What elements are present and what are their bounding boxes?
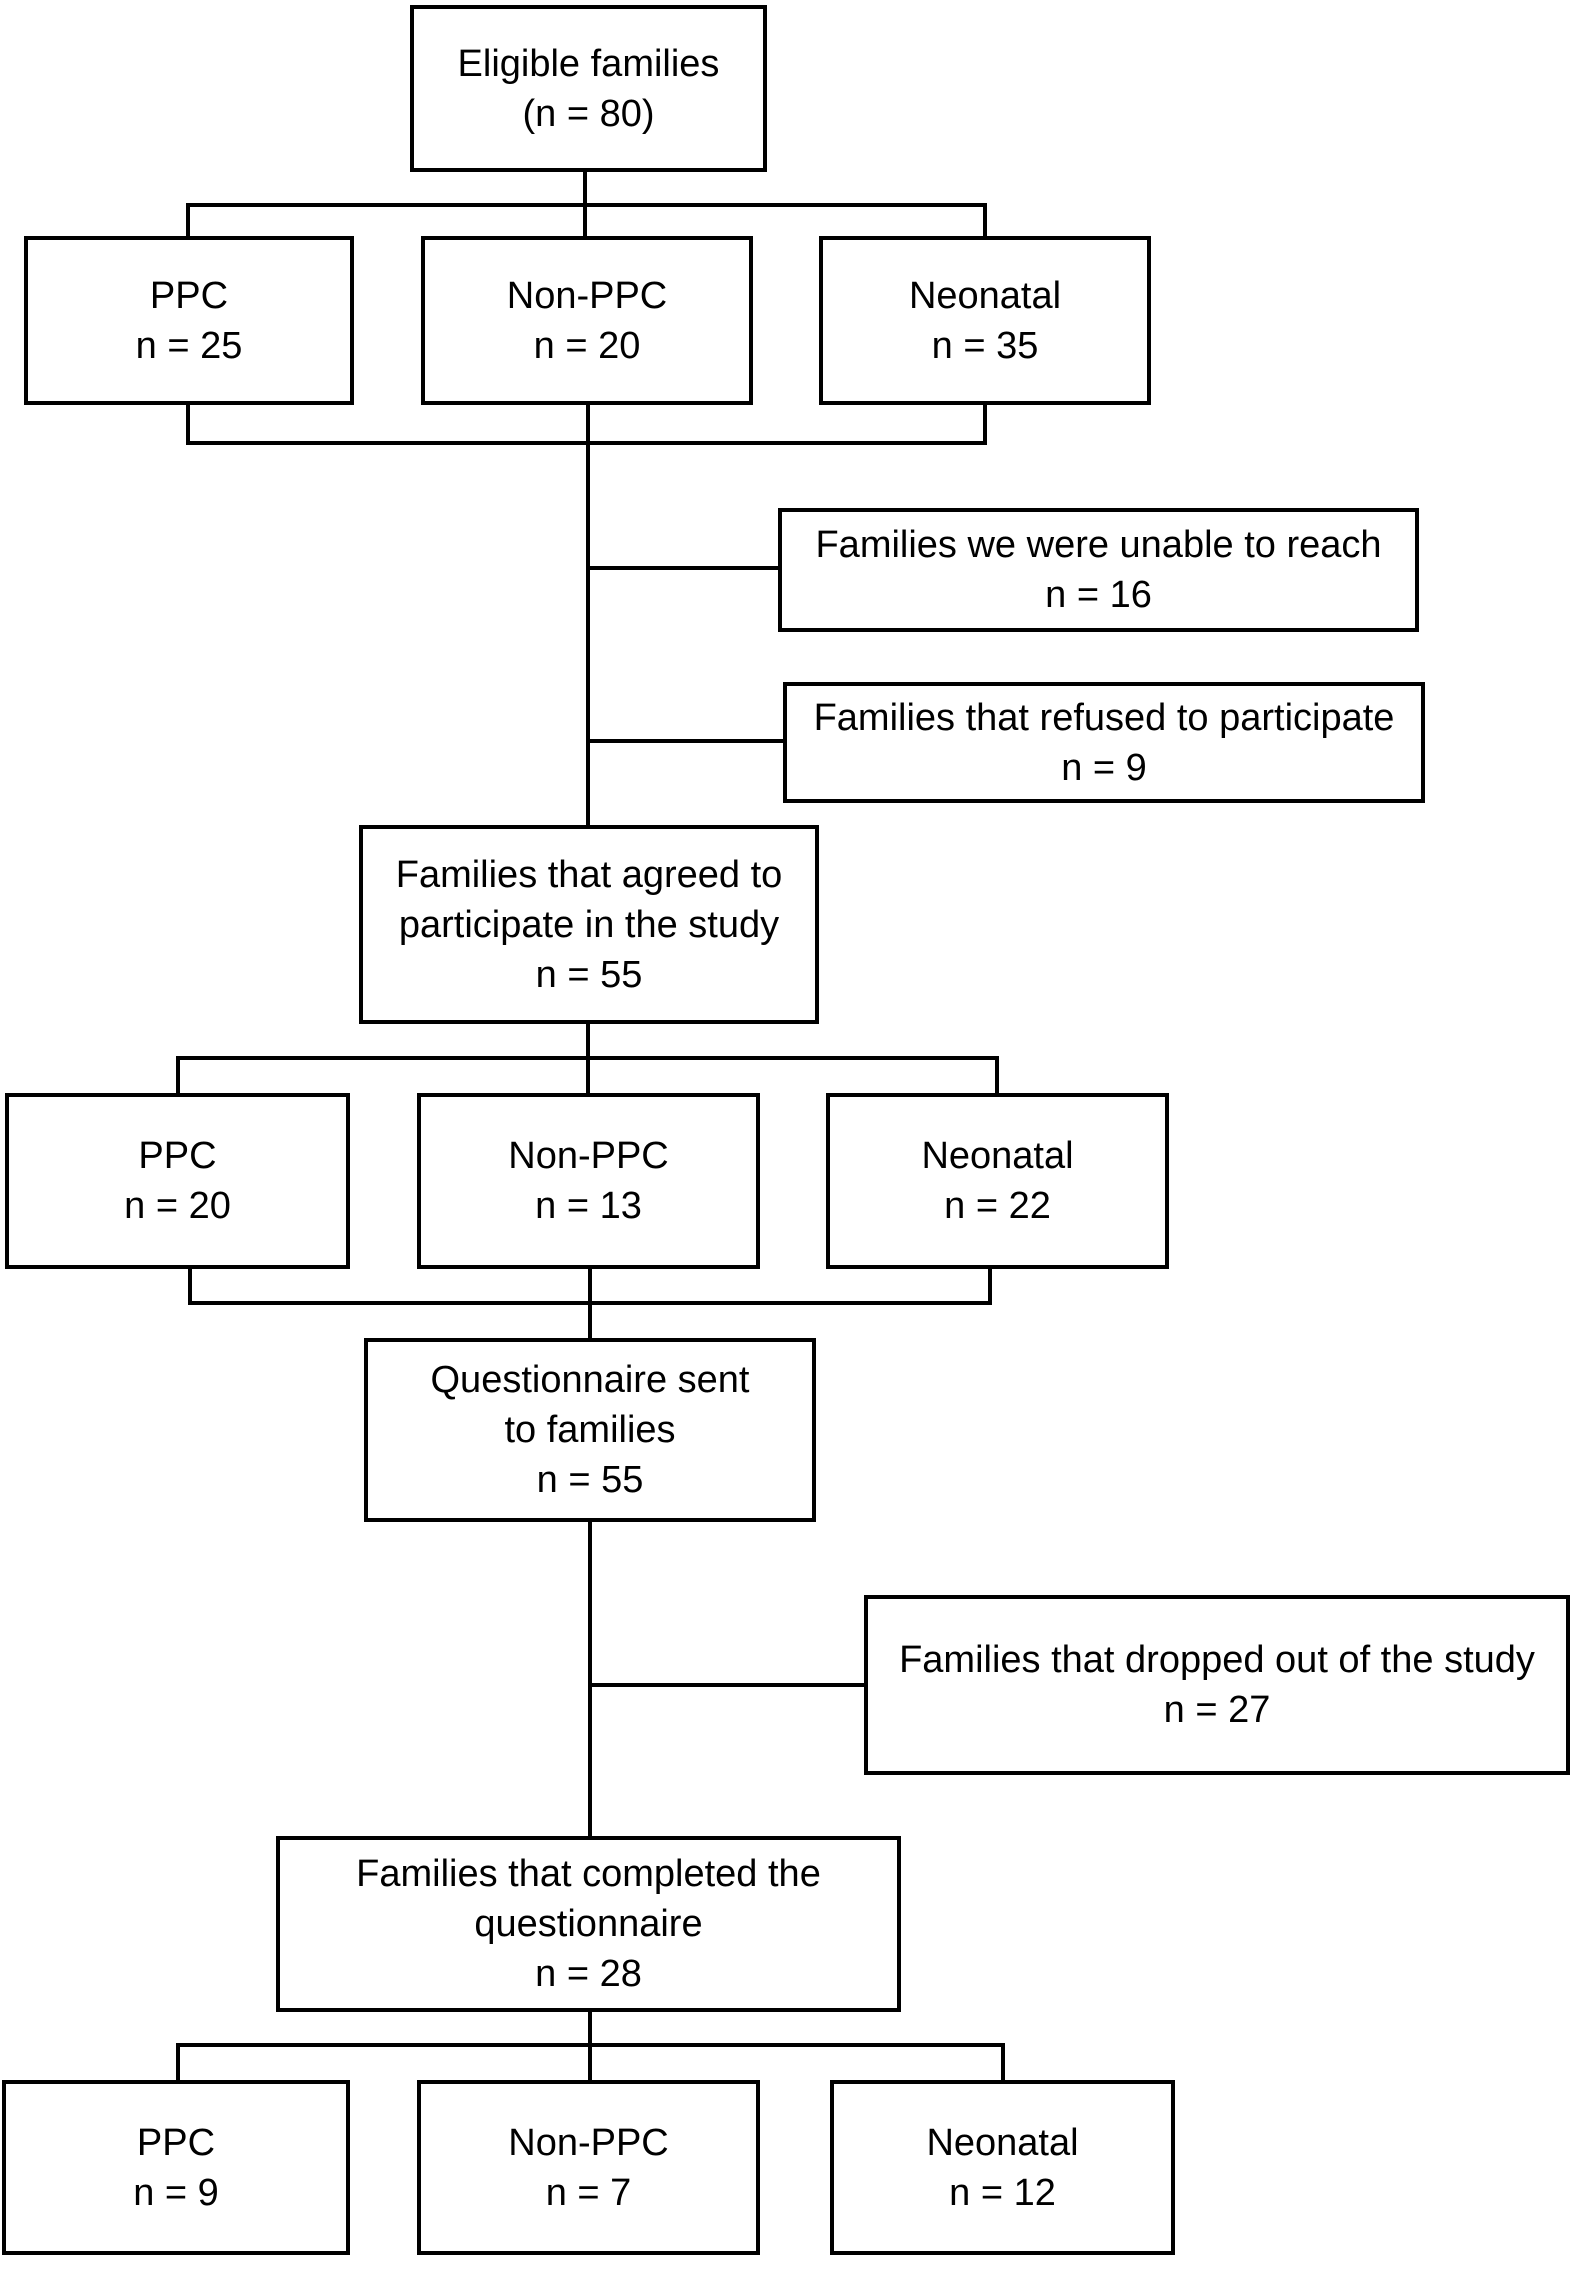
questionnaire-sent-line1: Questionnaire sent xyxy=(430,1359,750,1401)
refused-label: Families that refused to participate xyxy=(813,696,1395,739)
completed-line2: questionnaire xyxy=(474,1903,703,1945)
group1-neonatal-count: n = 35 xyxy=(931,324,1039,367)
group1-ppc-box: PPC n = 25 xyxy=(24,236,354,405)
group1-neonatal-label: Neonatal xyxy=(908,274,1062,317)
group2-neonatal-box: Neonatal n = 22 xyxy=(826,1093,1169,1269)
group2-neonatal-count: n = 22 xyxy=(944,1185,1051,1227)
dropped-out-count: n = 27 xyxy=(1163,1689,1271,1731)
group1-ppc-label: PPC xyxy=(149,274,229,317)
group3-ppc-label: PPC xyxy=(136,2121,216,2164)
group1-non-ppc-count: n = 20 xyxy=(533,324,641,367)
group3-neonatal-label: Neonatal xyxy=(926,2121,1079,2164)
group2-ppc-count: n = 20 xyxy=(124,1185,231,1227)
group2-non-ppc-count: n = 13 xyxy=(535,1185,642,1227)
questionnaire-sent-box: Questionnaire sent to families n = 55 xyxy=(364,1338,816,1522)
eligible-families-label: Eligible families xyxy=(457,42,720,85)
refused-box: Families that refused to participate n =… xyxy=(783,682,1425,803)
eligible-families-count: (n = 80) xyxy=(522,92,655,135)
group3-neonatal-box: Neonatal n = 12 xyxy=(830,2080,1175,2255)
group2-non-ppc-box: Non-PPC n = 13 xyxy=(417,1093,760,1269)
agreed-count: n = 55 xyxy=(535,953,643,996)
unable-to-reach-label: Families we were unable to reach xyxy=(815,524,1382,566)
unable-to-reach-box: Families we were unable to reach n = 16 xyxy=(778,508,1419,632)
group2-ppc-label: PPC xyxy=(138,1135,217,1177)
group1-ppc-count: n = 25 xyxy=(135,324,243,367)
group1-neonatal-box: Neonatal n = 35 xyxy=(819,236,1151,405)
group2-ppc-box: PPC n = 20 xyxy=(5,1093,350,1269)
group3-ppc-count: n = 9 xyxy=(133,2171,219,2214)
dropped-out-box: Families that dropped out of the study n… xyxy=(864,1595,1570,1775)
group1-non-ppc-label: Non-PPC xyxy=(506,274,668,317)
agreed-label-line1: Families that agreed to xyxy=(395,853,783,896)
group3-non-ppc-count: n = 7 xyxy=(545,2171,632,2214)
agreed-box: Families that agreed to participate in t… xyxy=(359,825,819,1024)
completed-line1: Families that completed the xyxy=(356,1853,821,1895)
group3-non-ppc-label: Non-PPC xyxy=(508,2121,669,2164)
completed-count: n = 28 xyxy=(535,1953,642,1995)
group3-ppc-box: PPC n = 9 xyxy=(2,2080,350,2255)
group2-neonatal-label: Neonatal xyxy=(921,1135,1074,1177)
dropped-out-label: Families that dropped out of the study xyxy=(899,1639,1535,1681)
eligible-families-box: Eligible families (n = 80) xyxy=(410,5,767,172)
agreed-label-line2: participate in the study xyxy=(398,903,780,946)
group3-non-ppc-box: Non-PPC n = 7 xyxy=(417,2080,760,2255)
completed-box: Families that completed the questionnair… xyxy=(276,1836,901,2012)
group1-non-ppc-box: Non-PPC n = 20 xyxy=(421,236,753,405)
questionnaire-sent-count: n = 55 xyxy=(536,1459,644,1501)
unable-to-reach-count: n = 16 xyxy=(1045,574,1152,616)
group3-neonatal-count: n = 12 xyxy=(949,2171,1056,2214)
refused-count: n = 9 xyxy=(1061,746,1147,789)
group2-non-ppc-label: Non-PPC xyxy=(508,1135,669,1177)
questionnaire-sent-line2: to families xyxy=(504,1409,676,1451)
